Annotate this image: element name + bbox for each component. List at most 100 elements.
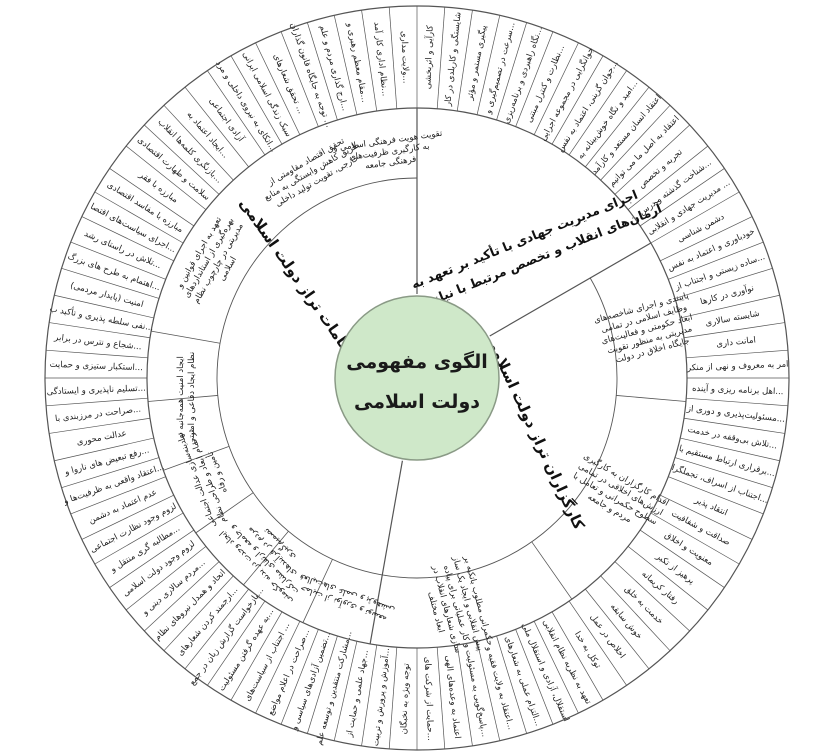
outer-divider <box>639 168 725 227</box>
outer-item-label: ولایت مداری... <box>399 31 411 84</box>
outer-divider <box>49 417 151 434</box>
outer-divider <box>109 168 195 227</box>
outer-divider <box>125 546 207 611</box>
outer-divider <box>600 105 671 181</box>
outer-divider <box>307 635 338 734</box>
outer-divider <box>94 512 184 565</box>
sub-divider <box>147 395 218 402</box>
outer-divider <box>551 611 604 701</box>
outer-divider <box>639 529 725 588</box>
outer-divider <box>81 216 174 262</box>
outer-divider <box>361 644 378 746</box>
outer-divider <box>680 294 780 319</box>
outer-divider <box>533 621 579 714</box>
outer-divider <box>683 417 785 434</box>
outer-divider <box>568 600 627 686</box>
outer-divider <box>388 647 398 749</box>
outer-divider <box>61 268 160 299</box>
outer-divider <box>163 105 234 181</box>
outer-divider <box>515 31 554 127</box>
outer-divider <box>627 145 709 210</box>
outer-divider <box>585 86 650 168</box>
outer-item-label: تسلیم ناپذیری و ایستادگی... <box>46 383 146 398</box>
outer-divider <box>388 7 398 109</box>
outer-divider <box>515 629 554 725</box>
outer-divider <box>686 397 788 407</box>
outer-divider <box>686 349 788 359</box>
outer-divider <box>94 191 184 244</box>
outer-divider <box>46 349 148 359</box>
outer-divider <box>144 561 220 632</box>
outer-divider <box>280 629 319 725</box>
outer-divider <box>255 621 301 714</box>
outer-divider <box>125 145 207 210</box>
outer-divider <box>70 241 166 280</box>
outer-divider <box>307 22 338 121</box>
outer-divider <box>533 42 579 135</box>
outer-divider <box>585 588 650 670</box>
sub-item-line: نظام ایجاد دفاعی و امنیتی <box>187 352 197 445</box>
outer-divider <box>46 397 148 407</box>
outer-divider <box>207 70 266 156</box>
sub-divider <box>195 492 254 534</box>
outer-divider <box>668 476 764 515</box>
outer-divider <box>333 15 358 115</box>
outer-divider <box>614 561 690 632</box>
center-circle: الگوی مفهومی دولت اسلامی <box>334 295 500 461</box>
outer-divider <box>361 10 378 112</box>
outer-divider <box>230 55 283 145</box>
outer-divider <box>496 635 527 734</box>
outer-divider <box>49 322 151 339</box>
outer-divider <box>255 42 301 135</box>
outer-divider <box>280 31 319 127</box>
outer-divider <box>650 512 740 565</box>
sub-divider <box>616 395 687 402</box>
outer-divider <box>333 641 358 741</box>
outer-divider <box>680 437 780 462</box>
outer-divider <box>668 241 764 280</box>
outer-item-label: اهل برنامه ریزی و آینده... <box>692 382 784 397</box>
outer-divider <box>70 476 166 515</box>
outer-divider <box>568 70 627 156</box>
center-title-line1: الگوی مفهومی <box>346 350 488 373</box>
outer-divider <box>163 575 234 651</box>
outer-divider <box>54 294 154 319</box>
outer-divider <box>61 457 160 488</box>
sub-arc <box>382 277 618 579</box>
outer-divider <box>627 546 709 611</box>
outer-divider <box>81 494 174 540</box>
sub-arc <box>216 177 418 576</box>
outer-divider <box>600 575 671 651</box>
outer-item-label: امر به معروف و نهی از منکر <box>686 360 789 374</box>
outer-divider <box>109 529 195 588</box>
sub-item-line: ایجاد امنیت همه‌جانبه در <box>176 356 186 441</box>
outer-item-label: حمایت از شرکت های... <box>422 657 435 741</box>
outer-divider <box>207 600 266 686</box>
middle-ring <box>147 108 687 645</box>
outer-divider <box>144 124 220 195</box>
sub-divider <box>243 530 289 586</box>
outer-divider <box>456 10 473 112</box>
outer-item-label: امانت داری <box>716 335 757 349</box>
sub-divider <box>302 559 333 623</box>
outer-divider <box>436 647 446 749</box>
outer-divider <box>230 611 283 701</box>
outer-item-label: استکبار ستیزی و حمایت... <box>49 360 143 373</box>
outer-divider <box>184 86 249 168</box>
outer-divider <box>54 437 154 462</box>
outer-item-label: کارآیی و اثربخشی <box>421 24 435 89</box>
outer-divider <box>476 641 501 741</box>
sub-divider <box>531 541 573 600</box>
outer-divider <box>674 268 773 299</box>
outer-divider <box>456 644 473 746</box>
sub-divider <box>163 446 230 471</box>
outer-divider <box>551 55 604 145</box>
outer-divider <box>674 457 773 488</box>
outer-item-label: توجه ویژه به نخبگان <box>398 662 412 734</box>
outer-divider <box>436 7 446 109</box>
sub-divider <box>151 330 221 344</box>
outer-divider <box>660 216 753 262</box>
outer-divider <box>614 124 690 195</box>
